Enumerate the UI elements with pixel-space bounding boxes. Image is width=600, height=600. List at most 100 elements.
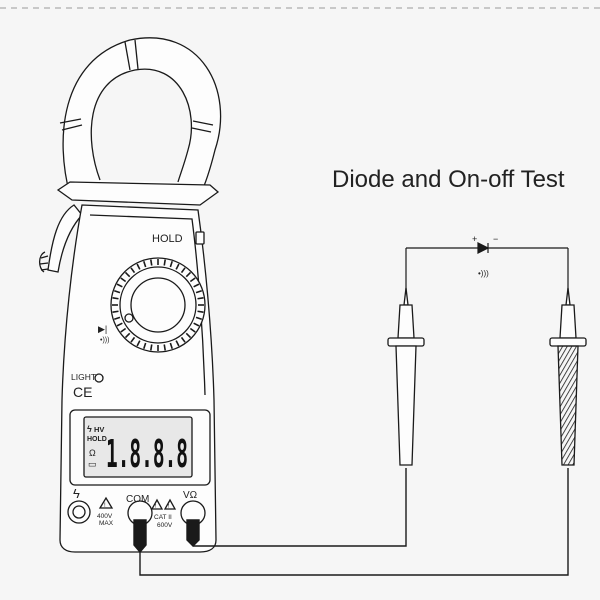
rating-left-bottom: MAX: [99, 520, 114, 527]
probe-right-neck: [559, 304, 577, 339]
rating-right-bottom: 600V: [157, 522, 173, 529]
light-label: LIGHT: [71, 372, 96, 382]
aux-lightning-icon: ϟ: [73, 486, 80, 501]
vohm-plug: [186, 519, 200, 547]
lcd-loop-icon: Ω: [89, 448, 96, 458]
com-lead-wire: [139, 468, 569, 576]
jaw-rib: [191, 127, 212, 133]
buzzer-sound-icon: •))): [478, 269, 489, 278]
probe-left-guard: [387, 337, 425, 347]
dial-tooth: [195, 290, 202, 294]
dial-tooth: [130, 267, 136, 274]
dial-tooth: [114, 290, 121, 294]
probe-right: [549, 287, 587, 466]
dial-tooth: [197, 310, 204, 313]
dial-tooth: [175, 263, 180, 270]
hold-label: HOLD: [152, 233, 183, 245]
wiring: [133, 468, 569, 576]
diagram-title: Diode and On-off Test: [332, 166, 565, 193]
vohm-lead-wire: [193, 468, 407, 547]
jaw-base: [56, 181, 220, 206]
dial-tooth: [193, 283, 200, 288]
jaw-rib: [61, 124, 83, 131]
rating-left-top: 400V: [97, 513, 113, 520]
dial-tooth: [197, 297, 204, 300]
probe-right-guard: [549, 337, 587, 347]
dial-tooth: [193, 322, 200, 327]
com-plug: [133, 519, 147, 554]
lcd-battery-icon: ▭: [88, 459, 97, 469]
clamp-jaw-inner: [90, 68, 193, 183]
aux-port-inner: [72, 505, 86, 519]
dial-tooth: [163, 344, 166, 351]
dial-tooth: [124, 332, 131, 339]
dial-tooth: [185, 332, 192, 339]
lcd-hold-indicator: HOLD: [87, 436, 107, 443]
warning-symbol-left: !: [104, 503, 106, 509]
rotary-dial-teeth: [112, 259, 204, 351]
probe-left: [387, 287, 425, 466]
dial-tooth: [130, 336, 136, 343]
dial-tooth: [150, 344, 153, 351]
dial-tooth: [116, 322, 123, 327]
dial-tooth: [189, 277, 196, 283]
light-button[interactable]: [94, 373, 104, 383]
lcd-lightning-icon: ϟ: [87, 424, 92, 434]
dial-tooth: [163, 259, 166, 266]
jaw-split-line: [124, 41, 131, 71]
dial-tooth: [112, 310, 119, 313]
jaw-rib: [192, 120, 214, 126]
warning-triangle-right: [163, 498, 177, 510]
dial-tooth: [169, 342, 173, 349]
dial-tooth: [136, 340, 141, 347]
rating-right-top: CAT II: [154, 514, 172, 521]
dial-tooth: [114, 316, 121, 320]
jaw-rib: [59, 118, 82, 124]
dial-tooth: [180, 336, 186, 343]
dial-sound-symbol: •))): [100, 337, 109, 344]
vohm-label: VΩ: [183, 490, 198, 501]
dial-tooth: [120, 277, 127, 283]
diode-plus-label: +: [472, 234, 477, 244]
warning-triangle-left: [98, 496, 114, 509]
clamp-meter: [38, 37, 222, 553]
warning-symbol-right: !: [168, 504, 170, 510]
dial-tooth: [143, 261, 147, 268]
lcd-hv-indicator: HV: [94, 425, 104, 434]
dial-tooth: [169, 261, 173, 268]
dial-tooth: [185, 271, 192, 278]
lcd-digits: 1.8.8.8: [106, 432, 188, 476]
test-circuit: [405, 242, 569, 290]
dial-diode-symbol: ▶|: [98, 324, 107, 334]
dial-tooth: [112, 297, 119, 300]
dial-tooth: [195, 316, 202, 320]
dial-tooth: [150, 259, 153, 266]
rotary-dial-knob: [130, 277, 186, 333]
wrist-strap: [38, 251, 49, 273]
probe-right-handle: [557, 345, 579, 466]
dial-tooth: [116, 283, 123, 288]
diode-symbol-icon: [477, 242, 490, 254]
warning-symbol-mid: !: [155, 504, 157, 510]
dial-pointer-dot: [124, 313, 134, 323]
com-label: COM: [126, 494, 149, 505]
probe-left-tip: [403, 287, 409, 306]
dial-tooth: [189, 327, 196, 333]
ce-mark: CE: [73, 384, 92, 400]
probe-left-handle: [395, 345, 417, 466]
dial-tooth: [136, 263, 141, 270]
dial-tooth: [143, 342, 147, 349]
dial-tooth: [124, 271, 131, 278]
diode-minus-label: −: [493, 234, 498, 244]
probe-right-tip: [565, 287, 571, 306]
lcd-screen: [83, 416, 193, 478]
dial-tooth: [120, 327, 127, 333]
probe-left-neck: [397, 304, 415, 339]
jaw-trigger: [47, 204, 83, 273]
dial-tooth: [175, 340, 180, 347]
hold-button[interactable]: [195, 231, 205, 245]
warning-triangle-mid: [150, 498, 164, 510]
jaw-split-line: [134, 39, 139, 70]
